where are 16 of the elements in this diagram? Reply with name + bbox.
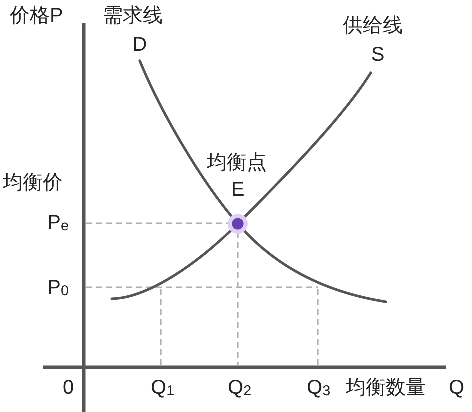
- axis-label: 均衡数量: [346, 378, 426, 398]
- price-label: 均衡价: [3, 173, 63, 193]
- tick-label: P$_{e}$: [48, 213, 69, 233]
- curve-label: S: [371, 45, 385, 65]
- tick-label: Q$_{2}$: [228, 378, 252, 398]
- curve-label: 需求线: [103, 6, 163, 26]
- axis-label: Q: [449, 378, 465, 398]
- point-label: 均衡点: [207, 153, 267, 173]
- curve-label: 供给线: [343, 16, 403, 36]
- curve-label: D: [132, 35, 148, 55]
- tick-label: Q$_{1}$: [151, 378, 175, 398]
- tick-label: 0: [63, 378, 74, 398]
- point-label: E: [231, 180, 245, 200]
- tick-label: P$_{0}$: [48, 278, 69, 298]
- axis-label: 价格P: [10, 6, 64, 26]
- tick-label: Q$_{3}$: [307, 378, 331, 398]
